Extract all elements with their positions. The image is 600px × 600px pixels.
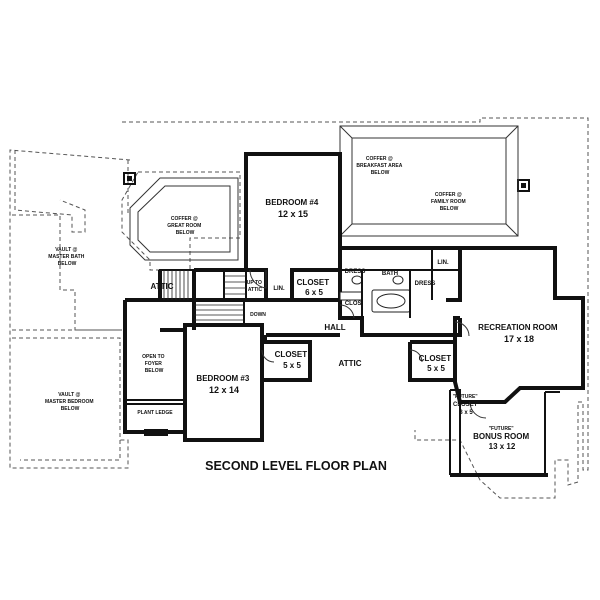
door-swings [249,269,487,419]
label-bedroom-4: BEDROOM #4 12 x 15 [265,198,320,219]
label-bath: BATH [382,271,398,277]
label-down: DOWN [250,312,266,318]
plan-title: SECOND LEVEL FLOOR PLAN [205,459,387,473]
room-labels: BEDROOM #4 12 x 15 BEDROOM #3 12 x 14 RE… [45,156,560,451]
label-closet-bedroom-4: CLOSET 6 x 5 [297,278,332,297]
label-bonus-room: "FUTURE" BONUS ROOM 13 x 12 [473,426,531,451]
label-open-to-foyer: OPEN TO FOYER BELOW [142,354,166,374]
label-dress-1: DRESS [345,269,366,275]
coffer-breakfast-family [339,125,519,237]
label-bedroom-3: BEDROOM #3 12 x 14 [196,374,251,395]
label-recreation-room: RECREATION ROOM 17 x 18 [478,323,560,344]
label-closet-bedroom-3: CLOSET 5 x 5 [275,350,310,370]
stairs [159,269,247,326]
label-future-closet: "FUTURE" CLOSET 3 x 5 [453,394,480,416]
label-coffer-great-room: COFFER @ GREAT ROOM BELOW [167,216,202,236]
label-up-to-attic: UP TO ATTIC [247,280,264,293]
roof-outline [9,117,589,499]
label-hall: HALL [324,323,345,332]
plant-ledge-structure [124,399,186,436]
label-coffer-family: COFFER @ FAMILY ROOM BELOW [431,192,467,212]
label-dress-2: DRESS [415,281,436,287]
label-clos: CLOS. [345,301,364,307]
label-lin-top: LIN. [437,260,449,266]
label-vault-master-bedroom: VAULT @ MASTER BEDROOM BELOW [45,392,95,412]
label-attic-left: ATTIC [151,282,174,291]
bath-fixtures [339,248,460,318]
label-closet-recreation: CLOSET 5 x 5 [419,354,454,373]
label-attic-mid: ATTIC [339,359,362,368]
coffer-great-room [129,177,239,261]
label-lin-left: LIN. [273,286,285,292]
label-coffer-breakfast: COFFER @ BREAKFAST AREA BELOW [356,156,403,176]
label-vault-master-bath: VAULT @ MASTER BATH BELOW [48,247,85,267]
corner-markers [123,172,530,192]
label-plant-ledge: PLANT LEDGE [137,410,173,416]
